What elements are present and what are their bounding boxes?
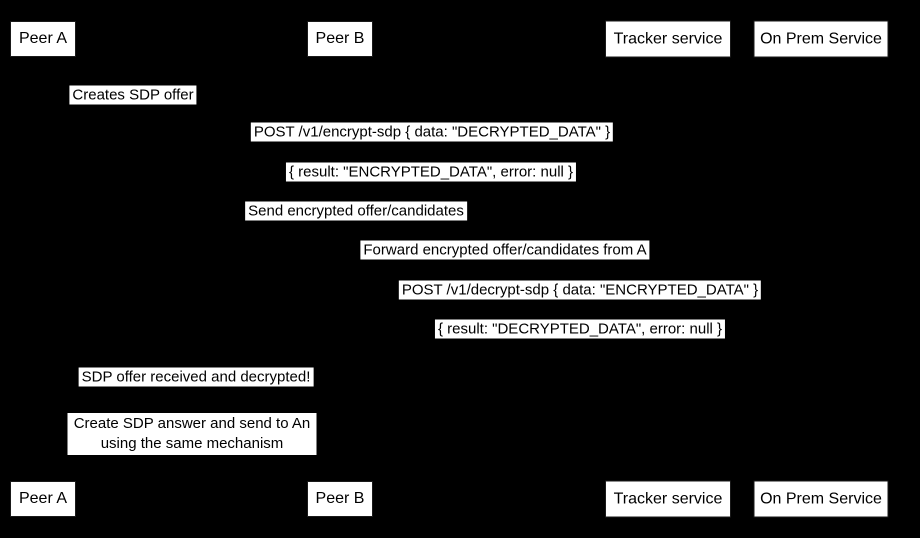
message-forward-encrypted-offer: Forward encrypted offer/candidates from … [360,240,650,260]
note-line-1: Create SDP answer and send to An [73,415,311,432]
message-result-decrypted-data: { result: "DECRYPTED_DATA", error: null … [434,319,726,339]
actor-top-tracker-service: Tracker service [605,20,731,58]
actor-top-peer-b: Peer B [307,21,373,57]
actor-top-on-prem-service: On Prem Service [753,20,889,58]
actor-top-peer-a: Peer A [10,21,76,57]
message-sdp-offer-received: SDP offer received and decrypted! [78,367,314,387]
actor-bottom-tracker-service: Tracker service [605,480,731,518]
message-post-decrypt-sdp: POST /v1/decrypt-sdp { data: "ENCRYPTED_… [398,280,762,300]
message-creates-sdp-offer: Creates SDP offer [69,85,197,105]
actor-bottom-peer-b: Peer B [307,481,373,517]
message-send-encrypted-offer: Send encrypted offer/candidates [245,201,467,221]
message-post-encrypt-sdp: POST /v1/encrypt-sdp { data: "DECRYPTED_… [250,122,614,142]
actor-bottom-peer-a: Peer A [10,481,76,517]
message-result-encrypted-data: { result: "ENCRYPTED_DATA", error: null … [285,162,577,182]
actor-bottom-on-prem-service: On Prem Service [753,480,889,518]
note-line-2: using the same mechanism [100,435,284,452]
note-create-sdp-answer: Create SDP answer and send to An using t… [67,413,317,455]
